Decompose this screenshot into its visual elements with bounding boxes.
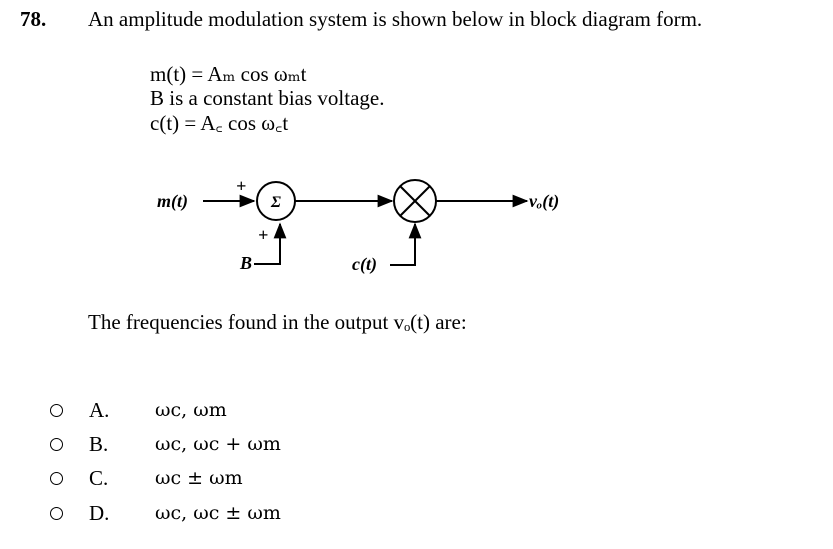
question-number: 78. (20, 7, 47, 31)
radio-button-b[interactable] (50, 437, 63, 451)
summer-plus-bottom: + (258, 225, 268, 245)
option-letter: C. (89, 465, 109, 490)
multiplier-cross-2 (399, 185, 431, 217)
option-letter: B. (89, 431, 109, 456)
option-c[interactable]: C. ωc ± ωm (50, 465, 243, 491)
question-text: An amplitude modulation system is shown … (88, 7, 703, 31)
carrier-definition: c(t) = A꜀ cos ω꜀t (150, 111, 289, 135)
carrier-label: c(t) (352, 254, 377, 275)
option-answer: ωc, ωc ± ωm (155, 502, 281, 524)
bias-definition: B is a constant bias voltage. (150, 86, 385, 110)
option-b[interactable]: B. ωc, ωc + ωm (50, 431, 281, 457)
radio-button-a[interactable] (50, 403, 63, 417)
option-letter: D. (89, 500, 110, 525)
message-signal-definition: m(t) = Aₘ cos ωₘt (150, 62, 307, 86)
output-label: vₒ(t) (529, 191, 559, 212)
sigma-symbol: Σ (270, 194, 281, 211)
option-answer: ωc ± ωm (155, 467, 243, 489)
bias-label: B (239, 253, 252, 273)
input-label: m(t) (157, 191, 188, 212)
option-letter: A. (89, 397, 110, 422)
radio-button-d[interactable] (50, 506, 63, 520)
option-answer: ωc, ωm (155, 399, 227, 421)
summer-plus-top: + (236, 176, 246, 196)
radio-button-c[interactable] (50, 471, 63, 485)
bias-arrow (254, 222, 287, 265)
option-d[interactable]: D. ωc, ωc ± ωm (50, 500, 281, 526)
question-prompt: The frequencies found in the output vₒ(t… (88, 310, 467, 334)
option-answer: ωc, ωc + ωm (155, 433, 281, 455)
option-a[interactable]: A. ωc, ωm (50, 397, 227, 423)
carrier-arrow (390, 222, 422, 266)
